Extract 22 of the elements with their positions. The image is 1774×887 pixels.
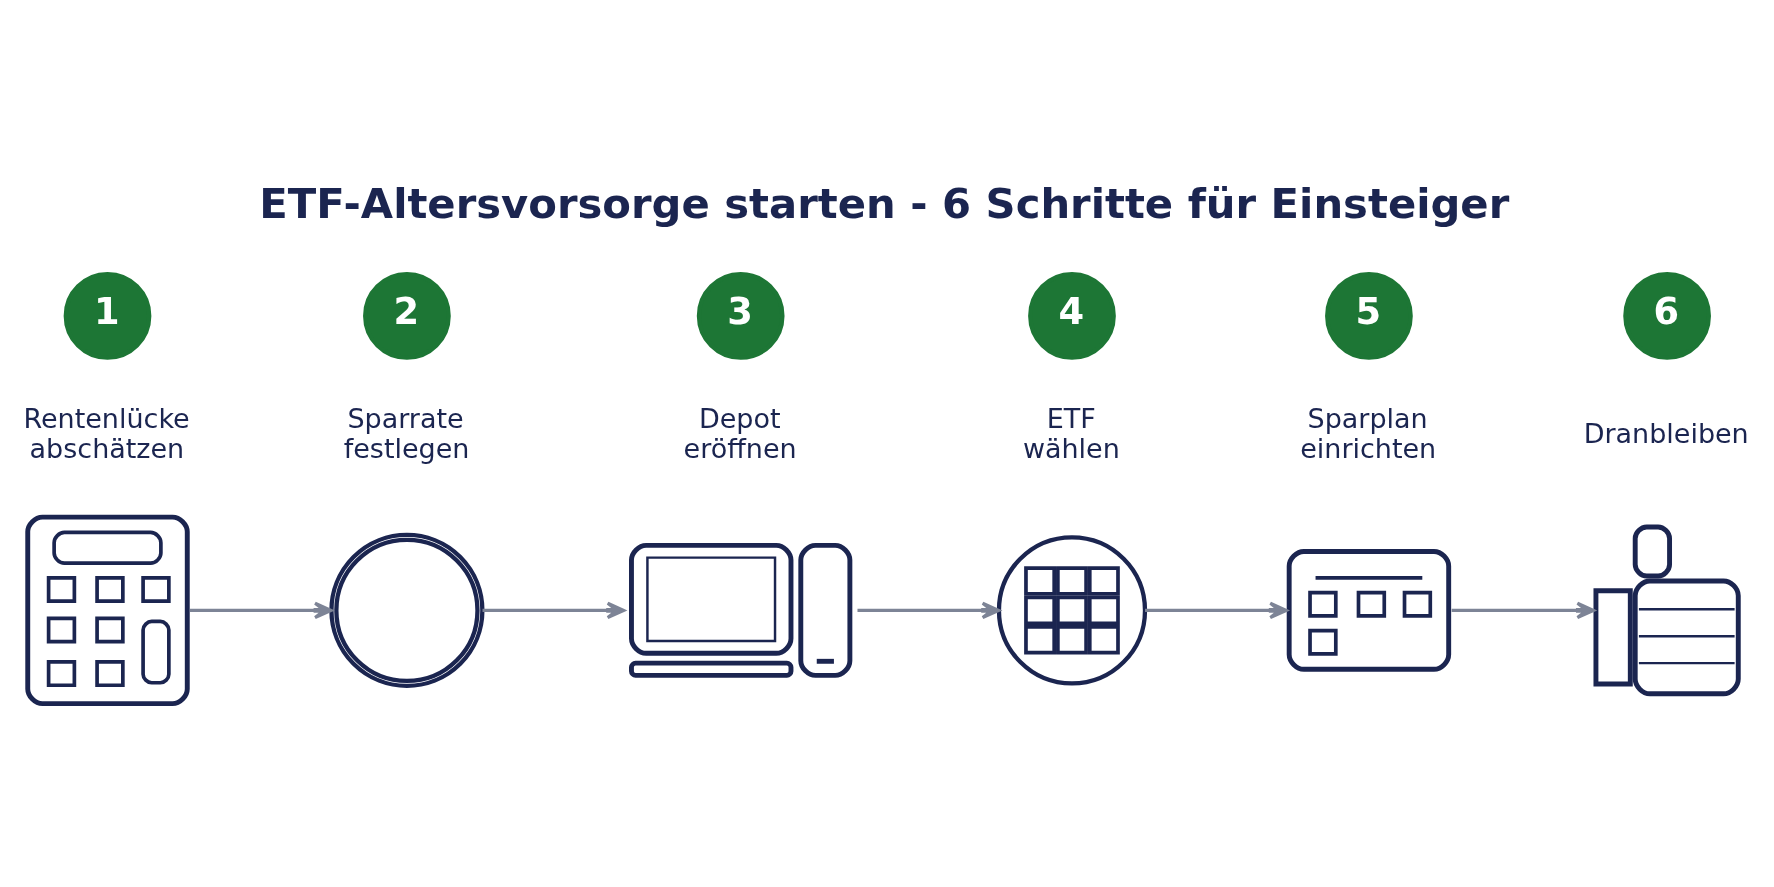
node-label: Rentenlücke abschätzen [23,403,190,464]
node-picture [996,535,1148,686]
arrow [857,601,1001,620]
node-circle: 4 [1028,272,1116,360]
node-picture [329,532,485,688]
node-circle: 1 [63,272,152,360]
node-circle: 3 [696,272,785,360]
node-picture [25,514,190,707]
node-label: Depot eröffnen [683,403,797,464]
arrow [189,601,333,620]
arrow [482,601,626,620]
arrow [1451,601,1595,620]
node-circle: 2 [363,272,451,360]
node-label: Sparrate festlegen [343,403,470,464]
diagram-title: ETF-Altersvorsorge starten - 6 Schritte für Einsteiger [259,178,1510,228]
arrow [1145,601,1288,620]
node-circle: 6 [1623,272,1711,360]
node-picture [1286,549,1452,672]
node-label: Dranbleiben [1583,418,1749,450]
node-label: ETF wählen [1022,403,1120,464]
node-circle: 5 [1325,272,1413,360]
node-label: Sparplan einrichten [1300,403,1437,464]
